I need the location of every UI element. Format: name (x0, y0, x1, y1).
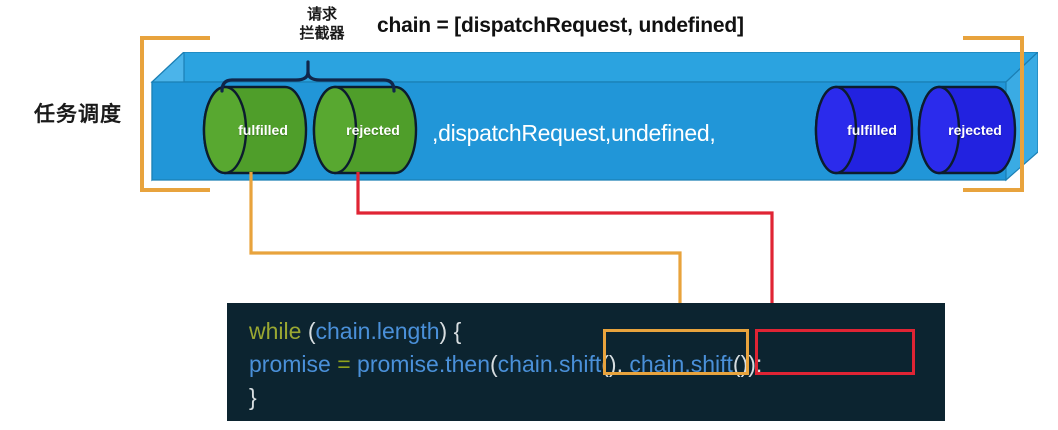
code-brace-open: { (453, 318, 462, 344)
code-operator-assign: = (337, 351, 351, 377)
code-paren-close: ) (748, 351, 756, 377)
code-semicolon: ; (755, 351, 763, 377)
code-arg-separator: , (616, 351, 630, 377)
code-identifier-promise-then: promise.then (357, 351, 490, 377)
connector-red (356, 172, 774, 322)
code-paren-close: ) (439, 318, 448, 344)
interceptor-label-line-1: 请求 (306, 6, 337, 23)
box-top-face (150, 52, 1038, 83)
cylinder-cap (814, 85, 858, 175)
green-cylinder-fulfilled: fulfilled (202, 85, 308, 175)
code-paren-open: ( (307, 318, 316, 344)
code-identifier-chain-shift-1: chain.shift (497, 351, 602, 377)
cylinder-cap (312, 85, 358, 175)
interceptor-label-line-2: 拦截器 (299, 24, 345, 42)
highlight-box-orange (603, 329, 749, 375)
box-inner-chain-text: ,dispatchRequest,undefined, (432, 120, 716, 146)
cylinder-cap (917, 85, 961, 175)
highlight-box-red (755, 329, 915, 375)
green-cylinder-rejected: rejected (312, 85, 418, 175)
chain-title: chain = [dispatchRequest, undefined] (377, 14, 744, 37)
cylinder-cap (202, 85, 248, 175)
code-identifier-promise: promise (249, 351, 331, 377)
code-call-parens-2: () (732, 351, 749, 377)
code-line-3: } (249, 381, 945, 414)
connector-orange (249, 172, 682, 322)
code-brace-close: } (249, 384, 257, 410)
task-scheduling-label: 任务调度 (34, 103, 122, 126)
request-interceptor-label: 请求 拦截器 (262, 6, 382, 44)
blue-cylinder-fulfilled: fulfilled (814, 85, 914, 175)
code-paren-open: ( (490, 351, 498, 377)
code-line-1: while (chain.length) { (249, 315, 945, 348)
code-keyword-while: while (249, 318, 302, 344)
code-identifier-chain-length: chain.length (315, 318, 440, 344)
blue-cylinder-rejected: rejected (917, 85, 1017, 175)
